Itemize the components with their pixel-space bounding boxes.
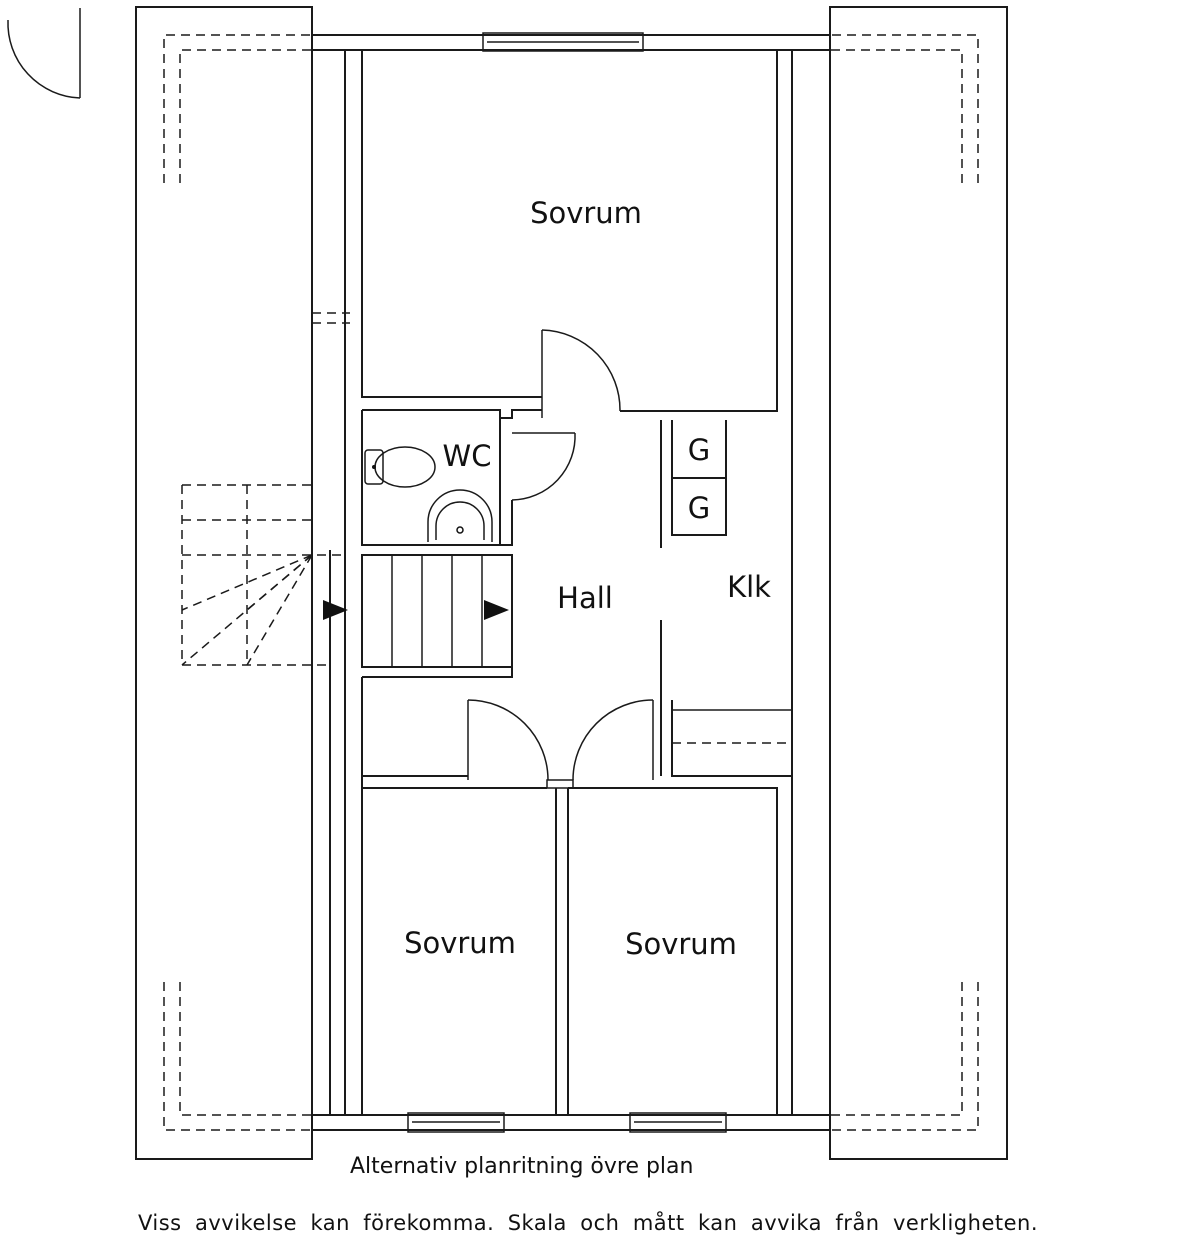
outer-walls — [312, 34, 830, 1131]
closets — [660, 420, 727, 548]
washbasin-icon — [427, 489, 493, 542]
closet-label-1: G — [688, 433, 710, 467]
room-label-bedroom-top: Sovrum — [530, 196, 642, 230]
toilet-icon — [364, 446, 436, 488]
hall-divider — [660, 620, 792, 777]
window-top — [482, 32, 644, 52]
window-bottom-right — [629, 1112, 727, 1133]
right-wing-strip — [829, 6, 1008, 1160]
stair-arrow-icon — [323, 600, 348, 620]
room-label-wc: WC — [443, 439, 492, 473]
staircase — [181, 484, 513, 668]
room-label-kitchen: Klk — [727, 570, 771, 604]
door-swing-top-left — [7, 8, 81, 99]
closet-label-2: G — [688, 491, 710, 525]
lower-rooms-walls — [361, 667, 778, 1115]
plan-caption: Alternativ planritning övre plan — [350, 1154, 694, 1179]
left-wing-strip — [135, 6, 313, 1160]
bedroom-top-walls — [361, 50, 778, 418]
room-label-hall: Hall — [557, 581, 613, 615]
wc-walls — [361, 409, 576, 546]
room-label-bedroom-bottom-left: Sovrum — [404, 926, 516, 960]
disclaimer-text: Viss avvikelse kan förekomma. Skala och … — [138, 1211, 1038, 1235]
dashed-corners — [163, 34, 979, 1131]
room-label-bedroom-bottom-right: Sovrum — [625, 927, 737, 961]
window-bottom-left — [407, 1112, 505, 1133]
stair-arrow-icon — [484, 600, 509, 620]
